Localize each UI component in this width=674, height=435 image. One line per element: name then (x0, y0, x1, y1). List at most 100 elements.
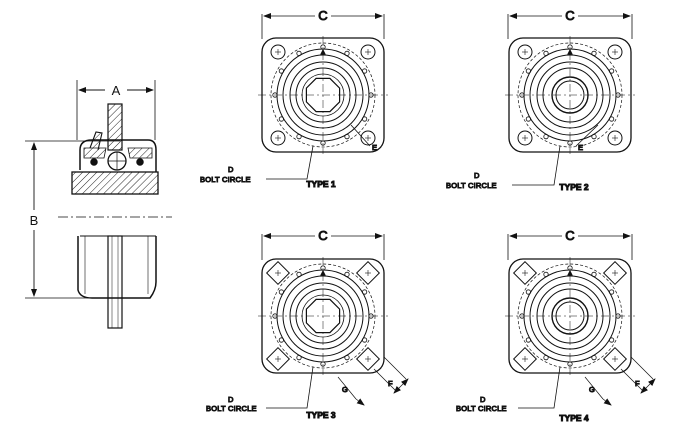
bolt-hole (278, 289, 284, 295)
bolt-hole (278, 116, 284, 122)
bolt-hole (320, 140, 326, 146)
bolt-hole (344, 50, 350, 57)
housing-ring (282, 275, 364, 357)
corner-mounting-hole (360, 130, 376, 146)
round-bore (551, 297, 589, 335)
bolt-circle-leader (518, 366, 561, 409)
f-extension-line (373, 368, 397, 392)
bolt-hole (519, 313, 525, 319)
g-arrow (602, 398, 612, 406)
polygon-bore (305, 298, 341, 334)
bolt-hole (344, 354, 350, 361)
f-extension-line (620, 368, 644, 392)
e-leader (575, 124, 599, 147)
bolt-hole (615, 92, 621, 98)
bolt-hole (543, 354, 549, 361)
corner-mounting-hole (607, 130, 623, 146)
dimension-d-label: D (480, 395, 486, 404)
housing-ring (282, 54, 364, 136)
bore-collar (301, 294, 345, 338)
corner-slot (265, 260, 291, 286)
bolt-hole (591, 134, 597, 140)
f-dimension-line (640, 378, 656, 394)
bolt-hole (361, 68, 368, 74)
bore-collar (301, 73, 345, 117)
dimension-g-label: G (342, 385, 348, 394)
dimension-c-label: C (318, 228, 327, 243)
bolt-hole (361, 337, 368, 343)
housing-ring (542, 288, 598, 344)
grease-fitting (567, 48, 573, 55)
bolt-hole (368, 92, 374, 98)
dimension-e-label: E (578, 143, 583, 152)
housing-ring (529, 54, 611, 136)
corner-mounting-hole (517, 44, 533, 60)
housing-ring (536, 61, 604, 129)
g-dimension-line (584, 376, 604, 400)
grease-fitting (320, 48, 326, 55)
corner-mounting-hole (270, 44, 286, 60)
dimension-g-label: G (589, 385, 595, 394)
bolt-hole (296, 271, 302, 277)
housing-ring (529, 275, 611, 357)
corner-mounting-hole (517, 130, 533, 146)
bolt-hole (615, 313, 621, 319)
grease-fitting (320, 269, 326, 276)
corner-mounting-hole (270, 130, 286, 146)
corner-slot (355, 346, 381, 372)
bolt-hole (361, 289, 368, 295)
housing-ring (270, 263, 376, 369)
side-section-view (25, 80, 172, 329)
bolt-circle-label: BOLT CIRCLE (200, 175, 251, 184)
dimension-c-label: C (565, 8, 574, 23)
bolt-hole (525, 337, 532, 343)
bolt-circle-label: BOLT CIRCLE (456, 404, 507, 413)
dimension-b-label: B (30, 213, 39, 228)
bolt-hole (608, 337, 615, 343)
bolt-hole (543, 50, 549, 57)
bolt-hole (344, 271, 350, 277)
round-bore (551, 76, 589, 114)
bolt-hole (525, 289, 532, 295)
bolt-hole (543, 271, 549, 277)
round-bore-inner (555, 80, 585, 110)
polygon-bore (305, 77, 341, 113)
dimension-c-label: C (318, 8, 327, 23)
housing-ring (517, 42, 623, 148)
bolt-hole (296, 50, 302, 57)
corner-slot (512, 260, 538, 286)
bolt-hole (368, 313, 374, 319)
bolt-hole (608, 116, 615, 122)
housing-ring (517, 263, 623, 369)
bolt-hole (608, 68, 615, 74)
dimension-c-label: C (565, 228, 574, 243)
bolt-hole (608, 289, 615, 295)
bolt-circle-leader (512, 145, 561, 186)
bolt-hole (278, 337, 284, 343)
bolt-circle-leader (266, 145, 314, 180)
bolt-hole (296, 134, 302, 140)
bolt-hole (567, 361, 573, 367)
dimension-d-label: D (474, 171, 480, 180)
housing-ring (295, 67, 351, 123)
bolt-hole (567, 140, 573, 146)
bolt-hole (296, 354, 302, 361)
dimension-e-label: E (372, 143, 377, 152)
dimension-a-label: A (112, 83, 121, 98)
type-title: TYPE 1 (306, 179, 336, 189)
bolt-hole (320, 361, 326, 367)
housing-ring (270, 42, 376, 148)
type-title: TYPE 4 (559, 413, 589, 423)
housing-ring (289, 61, 357, 129)
corner-slot (265, 346, 291, 372)
f-dimension-line (393, 378, 409, 394)
bolt-hole (543, 134, 549, 140)
corner-slot (602, 346, 628, 372)
g-arrow (355, 398, 365, 406)
bolt-hole (361, 116, 368, 122)
bolt-hole (525, 68, 532, 74)
